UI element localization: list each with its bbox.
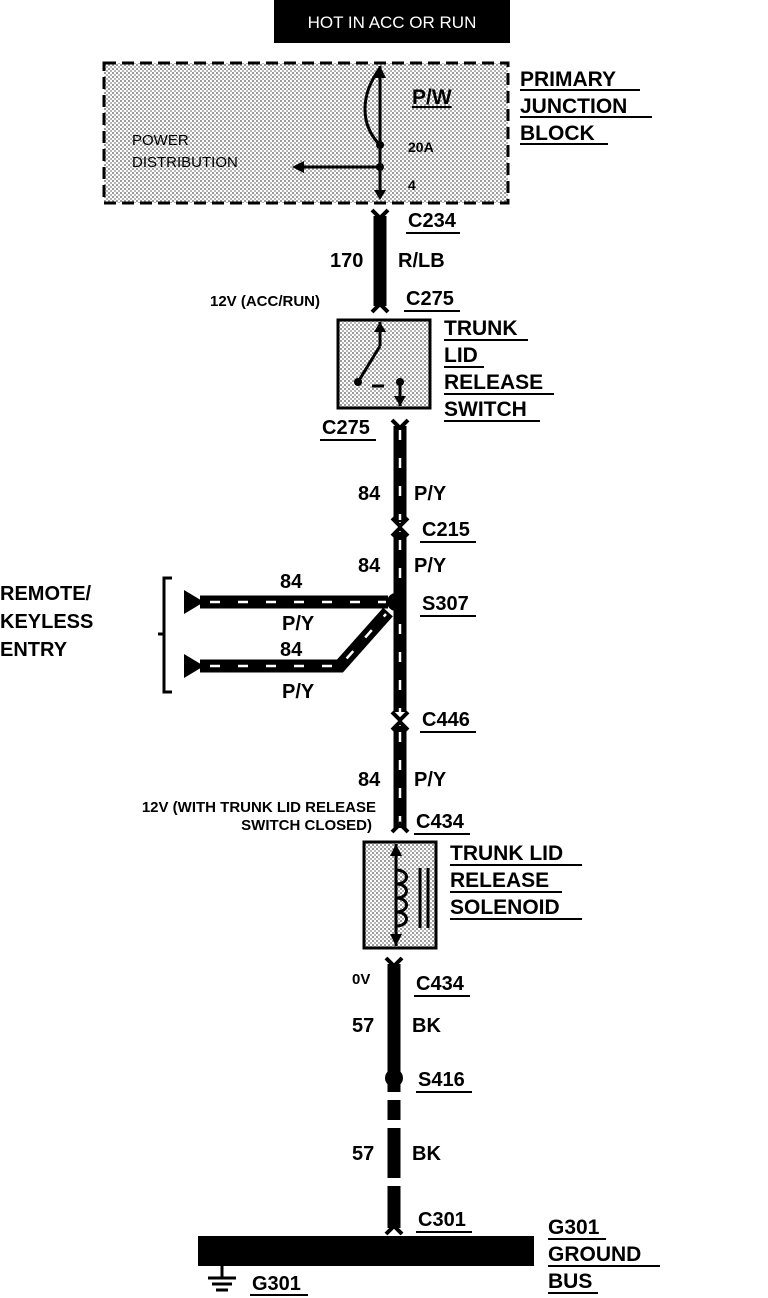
wire-84-upper-color: P/Y <box>414 483 447 505</box>
junction-block-name-line-3: BLOCK <box>520 122 595 145</box>
ground-label: G301 <box>252 1273 301 1295</box>
fuse-label: P/W <box>412 86 452 109</box>
primary-junction-block: P/W 20A 4 POWER DISTRIBUTION <box>102 61 510 205</box>
wire-170 <box>370 208 390 314</box>
ground-bus-name-line-1: G301 <box>548 1216 600 1239</box>
connector-c434-bottom: C434 <box>416 973 465 995</box>
voltage-solenoid-input-1: 12V (WITH TRUNK LID RELEASE <box>142 799 376 816</box>
switch-name-line-3: RELEASE <box>444 371 543 394</box>
connector-c275-top: C275 <box>406 288 454 310</box>
wire-84-lower-circuit: 84 <box>358 769 381 791</box>
remote-label-line-1: REMOTE/ <box>0 583 92 605</box>
ground-bus <box>198 1236 534 1266</box>
arrow-right-icon <box>184 654 204 678</box>
wire-84-middle <box>390 525 410 723</box>
switch-contact <box>356 345 382 383</box>
wire-84-middle-color: P/Y <box>414 555 447 577</box>
switch-name-line-2: LID <box>444 344 478 367</box>
wire-170-color: R/LB <box>398 250 445 272</box>
branch-top-color: P/Y <box>282 613 315 635</box>
trunk-lid-release-switch <box>336 318 432 410</box>
connector-c434-top: C434 <box>416 811 465 833</box>
voltage-switch-input: 12V (ACC/RUN) <box>210 293 320 310</box>
branch-bottom-circuit: 84 <box>280 639 303 661</box>
fuse-rating: 20A <box>408 139 434 155</box>
arrow-left-icon <box>292 161 304 173</box>
connector-c215: C215 <box>422 519 470 541</box>
wire-57 <box>384 956 404 1236</box>
connector-c301: C301 <box>418 1209 466 1231</box>
junction-block-name-line-1: PRIMARY <box>520 68 616 91</box>
bracket <box>158 576 172 694</box>
voltage-solenoid-input-2: SWITCH CLOSED) <box>241 817 372 834</box>
header-banner: HOT IN ACC OR RUN <box>274 0 510 43</box>
splice-s416-label: S416 <box>418 1069 465 1091</box>
ground-icon <box>208 1266 236 1292</box>
branch-bottom <box>184 607 393 678</box>
power-distribution-label-2: DISTRIBUTION <box>132 154 238 171</box>
splice-s307 <box>387 593 405 611</box>
solenoid-name-line-2: RELEASE <box>450 869 549 892</box>
header-title: HOT IN ACC OR RUN <box>308 13 477 32</box>
voltage-solenoid-output: 0V <box>352 971 370 988</box>
branch-top-circuit: 84 <box>280 571 303 593</box>
power-distribution-label-1: POWER <box>132 132 189 149</box>
solenoid-name: TRUNK LID RELEASE SOLENOID <box>450 842 582 920</box>
solenoid-name-line-3: SOLENOID <box>450 896 560 919</box>
coil-symbol <box>395 868 408 928</box>
ground-bus-name-line-3: BUS <box>548 1270 592 1293</box>
switch-name: TRUNK LID RELEASE SWITCH <box>444 317 554 422</box>
remote-label-line-2: KEYLESS <box>0 611 93 633</box>
junction-block-name: PRIMARY JUNCTION BLOCK <box>520 68 652 145</box>
trunk-lid-release-solenoid <box>362 840 438 950</box>
wire-84-lower <box>390 719 410 834</box>
arrow-right-icon <box>184 590 204 614</box>
wire-170-circuit: 170 <box>330 250 363 272</box>
wire-57-lower-circuit: 57 <box>352 1143 374 1165</box>
splice-s416 <box>385 1069 403 1087</box>
fuse-symbol <box>363 67 382 147</box>
wire-84-middle-circuit: 84 <box>358 555 381 577</box>
fuse-number: 4 <box>408 177 416 193</box>
wire-57-upper-circuit: 57 <box>352 1015 374 1037</box>
splice-s307-label: S307 <box>422 593 469 615</box>
solenoid-name-line-1: TRUNK LID <box>450 842 563 865</box>
wire-84-upper-circuit: 84 <box>358 483 381 505</box>
wire-84-upper <box>390 418 410 529</box>
switch-name-line-1: TRUNK <box>444 317 518 340</box>
junction-block-name-line-2: JUNCTION <box>520 95 627 118</box>
wire-57-upper-color: BK <box>412 1015 441 1037</box>
wire-84-lower-color: P/Y <box>414 769 447 791</box>
wire-57-lower-color: BK <box>412 1143 441 1165</box>
connector-c234: C234 <box>408 210 457 232</box>
connector-c275-bottom: C275 <box>322 417 370 439</box>
ground-bus-name-line-2: GROUND <box>548 1243 641 1266</box>
switch-name-line-4: SWITCH <box>444 398 527 421</box>
ground-bus-name: G301 GROUND BUS <box>548 1216 660 1294</box>
branch-bottom-color: P/Y <box>282 681 315 703</box>
branch-top <box>184 590 388 614</box>
remote-label-line-3: ENTRY <box>0 639 68 661</box>
connector-c446: C446 <box>422 709 470 731</box>
